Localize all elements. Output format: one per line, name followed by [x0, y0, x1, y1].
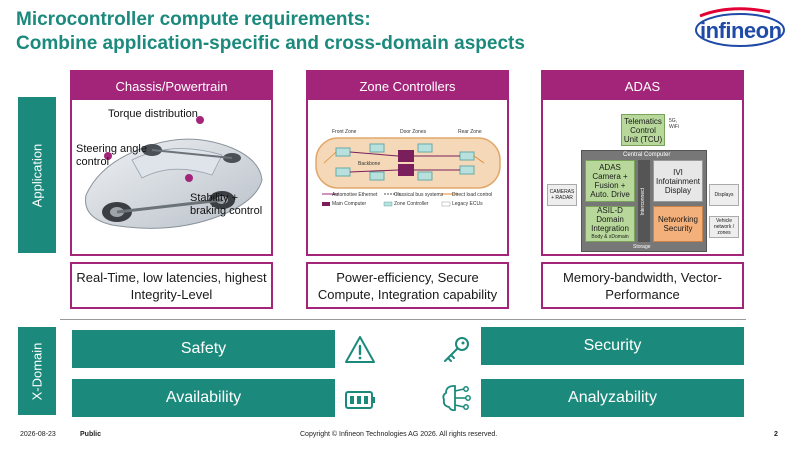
warning-triangle-icon: [345, 336, 375, 363]
legend-bus-systems: Classical bus systems: [394, 192, 444, 198]
availability-bar: Availability: [72, 379, 335, 417]
interconnect-bar: [638, 160, 650, 242]
front-zone-label: Front Zone: [332, 129, 357, 135]
panel-illustration: Front Zone Door Zones Rear Zone Backbone…: [308, 100, 507, 254]
zone-architecture-diagram: [315, 137, 501, 207]
steering-angle-label: Steering angle control: [76, 143, 147, 168]
ivi-block: IVI Infotainment Display: [653, 160, 703, 202]
legend-main-computer: Main Computer: [332, 201, 367, 207]
asil-sub-label: Body & xDomain: [591, 234, 629, 240]
central-computer-label: Central Computer: [623, 152, 671, 158]
telematics-block: Telematics Control Unit (TCU): [621, 114, 665, 146]
battery-icon: [345, 391, 375, 409]
stability-braking-label: Stability + braking control: [190, 192, 263, 217]
rear-zone-label: Rear Zone: [458, 129, 482, 135]
legend-zone-controller: Zone Controller: [394, 201, 429, 207]
security-bar: Security: [481, 327, 744, 365]
logo-swoosh-icon: [695, 7, 785, 47]
door-zones-label: Door Zones: [400, 129, 427, 135]
panel-illustration: Torque distribution Steering angle contr…: [72, 100, 271, 254]
brain-network-icon: [442, 385, 471, 412]
panel-title: Chassis/Powertrain: [72, 72, 271, 100]
key-icon: [444, 337, 469, 362]
x-domain-label-text: X-Domain: [29, 342, 45, 400]
legend-direct-load: Direct load control: [452, 192, 493, 198]
backbone-label: Backbone: [358, 161, 381, 167]
section-divider: [60, 319, 746, 320]
logo-text: infineon: [700, 18, 782, 43]
torque-distribution-label: Torque distribution: [108, 108, 198, 120]
footer-classification: Public: [80, 431, 102, 438]
panel-zone-controllers: Zone Controllers Front: [306, 70, 509, 256]
displays-label: Displays: [714, 191, 734, 198]
car-chassis-illustration: [85, 116, 263, 229]
panel-title: ADAS: [543, 72, 742, 100]
cameras-radar-label: CAMERAS + RADAR: [549, 189, 575, 201]
footer-date: 2026-08-23: [20, 431, 56, 438]
panel-illustration: Telematics Control Unit (TCU) 5G, WiFi C…: [543, 100, 742, 254]
networking-block: Networking Security: [653, 206, 703, 242]
requirement-chassis: Real-Time, low latencies, highest Integr…: [70, 262, 273, 309]
interconnect-label: Interconnect: [640, 188, 646, 216]
page-number: 2: [774, 431, 778, 438]
vehicle-network-label: Vehicle network / zones: [713, 218, 735, 236]
telematics-label: Telematics Control Unit (TCU): [623, 116, 663, 144]
application-label-text: Application: [29, 143, 45, 207]
tcu-side-label: 5G, WiFi: [669, 118, 679, 130]
title-line-1: Microcontroller compute requirements:: [16, 9, 371, 30]
footer-copyright: Copyright © Infineon Technologies AG 202…: [300, 431, 498, 438]
infineon-logo: infineon: [690, 6, 786, 50]
slide-title: Microcontroller compute requirements: Co…: [16, 8, 656, 56]
requirement-zone: Power-efficiency, Secure Compute, Integr…: [306, 262, 509, 309]
requirement-adas: Memory-bandwidth, Vector-Performance: [541, 262, 744, 309]
adas-block-label: ADAS Camera + Fusion + Auto. Drive: [590, 163, 630, 199]
storage-label: Storage: [633, 244, 651, 250]
panel-title: Zone Controllers: [308, 72, 507, 100]
displays-block: Displays: [709, 184, 739, 206]
legend-ethernet: Automotive Ethernet: [332, 192, 378, 198]
safety-bar: Safety: [72, 330, 335, 368]
panel-chassis-powertrain: Chassis/Powertrain Torque distribution S…: [70, 70, 273, 256]
asil-block-label: ASIL-D Domain Integration: [591, 206, 629, 233]
ivi-block-label: IVI Infotainment Display: [655, 167, 701, 195]
application-side-label: Application: [18, 97, 56, 253]
panel-adas: ADAS Telematics Control Unit (TCU) 5G, W…: [541, 70, 744, 256]
title-line-2: Combine application-specific and cross-d…: [16, 33, 525, 54]
legend-legacy-ecus: Legacy ECUs: [452, 201, 483, 207]
asil-block: ASIL-D Domain Integration Body & xDomain: [585, 206, 635, 242]
analyzability-bar: Analyzability: [481, 379, 744, 417]
cameras-radar-block: CAMERAS + RADAR: [547, 184, 577, 206]
networking-block-label: Networking Security: [657, 215, 698, 233]
vehicle-network-block: Vehicle network / zones: [709, 216, 739, 238]
adas-block: ADAS Camera + Fusion + Auto. Drive: [585, 160, 635, 202]
x-domain-side-label: X-Domain: [18, 327, 56, 415]
